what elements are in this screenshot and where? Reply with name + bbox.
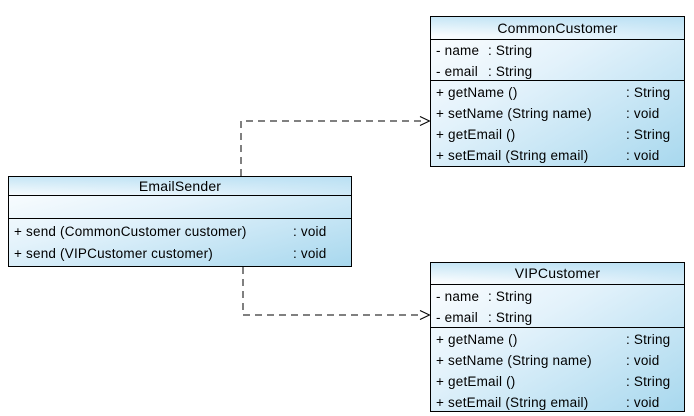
attributes-compartment: - name : String - email : String [431, 284, 684, 327]
method-row: + send (CommonCustomer customer) : void [9, 221, 351, 243]
method-signature: + send (VIPCustomer customer) [14, 246, 213, 261]
class-name: EmailSender [138, 177, 222, 194]
method-return-type: : void [626, 353, 660, 368]
dependency-arrow-to-commoncustomer[interactable] [240, 116, 431, 177]
method-row: + setEmail (String email) : void [431, 145, 684, 166]
attribute-type: : String [488, 310, 533, 325]
method-signature: + send (CommonCustomer customer) [14, 224, 247, 239]
dependency-line[interactable] [242, 267, 423, 316]
dependency-arrow-to-vipcustomer[interactable] [242, 267, 431, 320]
method-return-type: : void [293, 246, 327, 261]
methods-compartment: + getName () : String + setName (String n… [431, 327, 684, 411]
method-signature: + getName () [436, 332, 518, 347]
method-row: + setName (String name) : void [431, 103, 684, 124]
method-signature: + setEmail (String email) [436, 148, 589, 163]
attribute-name: - email [436, 310, 478, 325]
method-row: + getEmail () : String [431, 124, 684, 145]
method-return-type: : void [293, 224, 327, 239]
class-name: CommonCustomer [497, 19, 618, 36]
class-box-vipcustomer[interactable]: VIPCustomer - name : String - email : Stri… [430, 262, 685, 412]
method-return-type: : void [626, 106, 660, 121]
attribute-row: - name : String [431, 40, 684, 61]
method-signature: + setName (String name) [436, 106, 592, 121]
method-return-type: : String [626, 332, 671, 347]
attribute-name: - name [436, 43, 480, 58]
method-row: + getName () : String [431, 82, 684, 103]
method-row: + setEmail (String email) : void [431, 392, 684, 411]
method-row: + setName (String name) : void [431, 350, 684, 371]
attribute-type: : String [488, 64, 533, 79]
dependency-line[interactable] [240, 120, 423, 176]
method-return-type: : void [626, 395, 660, 410]
method-return-type: : String [626, 374, 671, 389]
dependency-open-arrowhead [419, 310, 431, 320]
method-row: + getEmail () : String [431, 371, 684, 392]
method-row: + send (VIPCustomer customer) : void [9, 243, 351, 265]
class-box-emailsender[interactable]: EmailSender + send (CommonCustomer custo… [8, 176, 352, 267]
attribute-row: - email : String [431, 307, 684, 327]
attribute-row: - name : String [431, 286, 684, 307]
attribute-type: : String [488, 43, 533, 58]
method-return-type: : void [626, 148, 660, 163]
method-row: + getName () : String [431, 329, 684, 350]
method-signature: + getName () [436, 85, 518, 100]
class-box-commoncustomer[interactable]: CommonCustomer - name : String - email : S… [430, 16, 685, 167]
attributes-compartment: - name : String - email : String [431, 39, 684, 80]
attribute-name: - name [436, 289, 480, 304]
method-signature: + setName (String name) [436, 353, 592, 368]
methods-compartment: + getName () : String + setName (String n… [431, 80, 684, 166]
attributes-compartment-empty [9, 195, 351, 218]
method-signature: + getEmail () [436, 374, 516, 389]
method-return-type: : String [626, 85, 671, 100]
class-name: VIPCustomer [514, 265, 601, 281]
attribute-type: : String [488, 289, 533, 304]
method-signature: + getEmail () [436, 127, 516, 142]
method-signature: + setEmail (String email) [436, 395, 589, 410]
methods-compartment: + send (CommonCustomer customer) : void +… [9, 218, 351, 266]
method-return-type: : String [626, 127, 671, 142]
attribute-row: - email : String [431, 61, 684, 80]
attribute-name: - email [436, 64, 478, 79]
dependency-open-arrowhead [419, 116, 431, 126]
